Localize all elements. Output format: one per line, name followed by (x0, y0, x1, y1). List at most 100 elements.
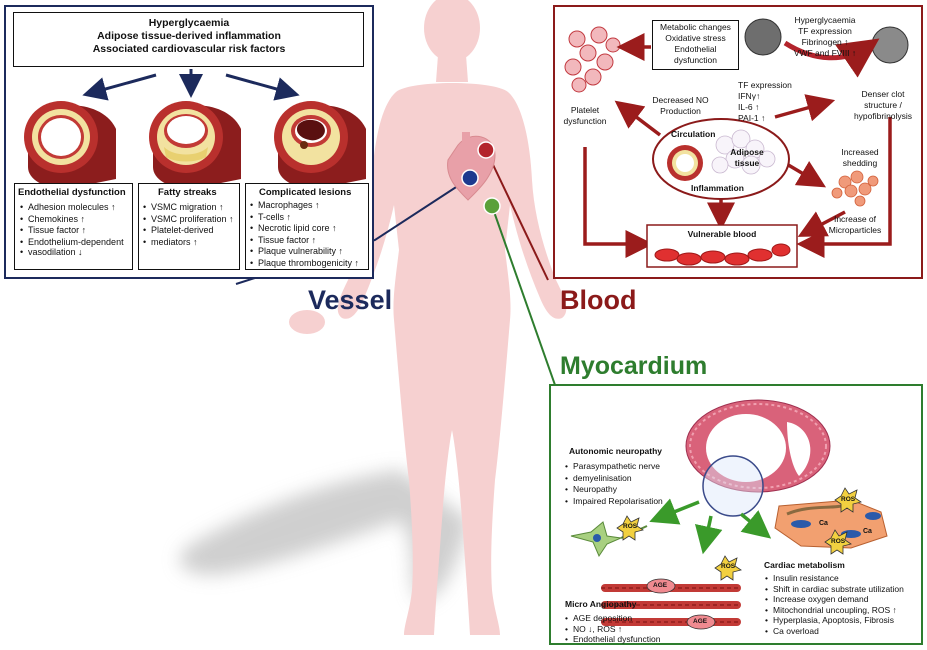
arrow-clot-to-blood (796, 117, 892, 258)
endothelial-item-1: Adhesion molecules ↑ (20, 202, 132, 214)
artery-crosssection-icon (667, 145, 703, 181)
dense-clot-icon (871, 26, 909, 64)
magnifier-circle (702, 455, 764, 517)
metab-item-4: Mitochondrial uncoupling, ROS ↑ (765, 605, 921, 616)
micro-line-2: Microparticles (828, 225, 882, 235)
platelet-cluster-icon (564, 26, 621, 93)
autonomic-list: Parasympathetic nerve demyelinisation Ne… (565, 461, 690, 507)
metab-item-5: Hyperplasia, Apoptosis, Fibrosis (765, 615, 921, 626)
denser-line-1: Denser clot (861, 89, 905, 99)
ros-star-capillary (714, 555, 742, 581)
no-line-2: Production (660, 106, 701, 116)
circulation-label: Circulation (671, 129, 716, 139)
myocardium-node (483, 197, 501, 215)
metabolic-line-2: Oxidative stress (665, 33, 726, 43)
platelet-line-1: Platelet (570, 105, 600, 115)
arrow-micro-to-blood (797, 210, 846, 237)
myocardium-panel: Autonomic neuropathy Parasympathetic ner… (549, 384, 923, 645)
human-body (289, 0, 567, 635)
arrow-to-denser-clot (774, 94, 836, 122)
lesion-item-1: Macrophages ↑ (250, 200, 368, 212)
fatty-streaks-list: VSMC migration ↑ VSMC proliferation ↑ Pl… (143, 202, 239, 248)
tf-line-3: IL-6 ↑ (738, 102, 760, 112)
metabolic-changes-box (652, 20, 739, 70)
complicated-lesion-vessel-illustration (274, 101, 366, 189)
autonomic-item-3: Neuropathy (565, 484, 690, 496)
endothelial-item-5: vasodilation ↓ (20, 247, 132, 259)
lesion-item-4: Tissue factor ↑ (250, 235, 368, 247)
metabolic-line-4: dysfunction (674, 55, 717, 65)
lesion-item-5: Plaque vulnerability ↑ (250, 246, 368, 258)
vessel-diagrams (24, 69, 366, 189)
denser-line-2: structure / (864, 100, 902, 110)
myocardium-connector (491, 205, 556, 386)
ros-label-cell-2: ROS (831, 538, 846, 545)
fatty-item-4: mediators ↑ (143, 237, 239, 249)
fatty-item-1: VSMC migration ↑ (143, 202, 239, 214)
vessel-cause-2: Adipose tissue-derived inflammation (97, 30, 281, 42)
hyper-line-1: Hyperglycaemia (794, 15, 856, 25)
endothelial-dysfunction-list: Adhesion molecules ↑ Chemokines ↑ Tissue… (20, 202, 132, 259)
inflammation-label: Inflammation (691, 183, 744, 193)
platelet-line-2: dysfunction (563, 116, 607, 126)
arrow-to-angiopathy (694, 515, 723, 555)
vessel-arrow-right (225, 73, 300, 101)
heart-cross-section-icon (685, 399, 831, 493)
endothelial-item-4: Endothelium-dependent (20, 237, 132, 249)
endothelial-item-2: Chemokines ↑ (20, 214, 132, 226)
endothelial-dysfunction-title: Endothelial dysfunction (18, 187, 126, 198)
ros-star-cell-1 (834, 487, 862, 513)
red-blood-cells-icon (654, 243, 791, 266)
adipose-line-1: Adipose (730, 147, 764, 157)
lesion-item-3: Necrotic lipid core ↑ (250, 223, 368, 235)
hyper-line-3: Fibrinogen ↑ (801, 37, 849, 47)
autonomic-item-1: Parasympathetic nerve (565, 461, 690, 473)
ca-label-2: Ca (863, 528, 872, 535)
complicated-lesions-title: Complicated lesions (259, 187, 352, 198)
normal-clot-icon (744, 18, 782, 56)
age-blob-1 (646, 578, 676, 594)
age-blob-2 (686, 614, 716, 630)
vessel-cause-1: Hyperglycaemia (148, 17, 230, 29)
blood-panel: Metabolic changes Oxidative stress Endot… (553, 5, 923, 279)
metab-title: Cardiac metabolism (764, 560, 845, 570)
endothelial-item-3: Tissue factor ↑ (20, 225, 132, 237)
age-label-2: AGE (693, 618, 708, 625)
tf-line-2: IFNγ↑ (738, 91, 761, 101)
autonomic-item-4: Impaired Repolarisation (565, 496, 690, 508)
complicated-lesions-list: Macrophages ↑ T-cells ↑ Necrotic lipid c… (250, 200, 368, 269)
blood-title: Blood (560, 285, 637, 315)
autonomic-item-2: demyelinisation (565, 473, 690, 485)
angio-title: Micro Angiopathy (565, 599, 637, 609)
fatty-streak-vessel-illustration (149, 101, 241, 189)
fatty-item-2: VSMC proliferation ↑ (143, 214, 239, 226)
healthy-vessel-illustration (24, 101, 116, 189)
shedding-line-2: shedding (842, 158, 878, 168)
arrow-to-metabolism (739, 510, 772, 539)
denser-line-3: hypofibrinolysis (853, 111, 913, 121)
metab-item-3: Increase oxygen demand (765, 594, 921, 605)
angio-item-3: Endothelial dysfunction (565, 634, 683, 645)
arrow-platelet-to-blood (583, 147, 654, 258)
microparticles-icon (831, 170, 879, 207)
vessel-panel: Hyperglycaemia Adipose tissue-derived in… (4, 5, 374, 279)
tf-line-1: TF expression (738, 80, 792, 90)
metabolic-line-1: Metabolic changes (660, 22, 731, 32)
blood-diagram (564, 18, 909, 268)
tf-line-4: PAI-1 ↑ (738, 113, 766, 123)
vessel-cause-3: Associated cardiovascular risk factors (92, 43, 286, 55)
myocardium-title: Myocardium (560, 352, 708, 380)
ros-label-neuron: ROS (623, 523, 638, 530)
vessel-node (461, 169, 479, 187)
blood-connector (485, 149, 549, 281)
metab-item-6: Ca overload (765, 626, 921, 637)
arrow-to-microparticles (784, 161, 827, 188)
age-label-1: AGE (653, 582, 668, 589)
vessel-title: Vessel (308, 285, 393, 315)
lesion-item-6: Plaque thrombogenicity ↑ (250, 258, 368, 270)
clot-arrow (783, 38, 880, 78)
myocardium-diagram (570, 399, 888, 630)
metab-item-1: Insulin resistance (765, 573, 921, 584)
